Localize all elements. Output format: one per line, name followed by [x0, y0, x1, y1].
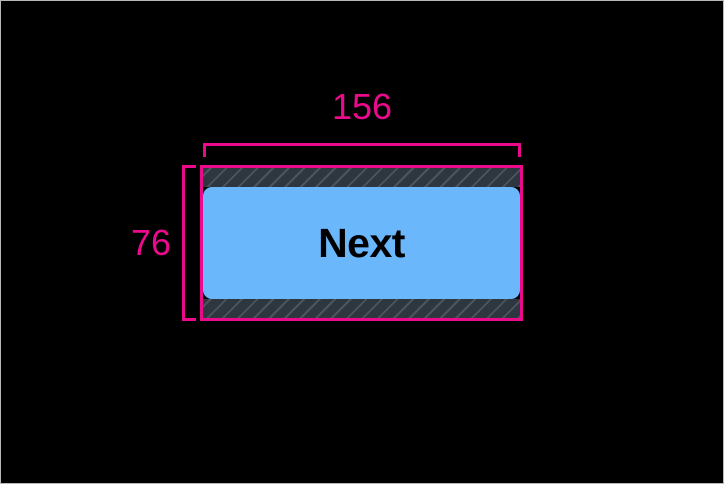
- height-bracket-cap-end: [182, 318, 196, 321]
- height-bracket-cap-start: [182, 165, 196, 168]
- width-bracket-bar: [203, 143, 521, 146]
- width-bracket-cap-end: [518, 143, 521, 157]
- margin-band-top: [203, 168, 520, 187]
- element-bounding-box: Next: [200, 165, 523, 321]
- width-bracket-cap-start: [203, 143, 206, 157]
- margin-band-bottom: [203, 299, 520, 318]
- height-dimension-label: 76: [130, 222, 171, 263]
- width-dimension-label: 156: [331, 86, 393, 127]
- width-dimension-bracket: [203, 143, 521, 157]
- next-button-label: Next: [318, 219, 405, 266]
- height-bracket-bar: [182, 165, 185, 321]
- height-dimension-bracket: [182, 165, 196, 321]
- next-button[interactable]: Next: [203, 187, 520, 299]
